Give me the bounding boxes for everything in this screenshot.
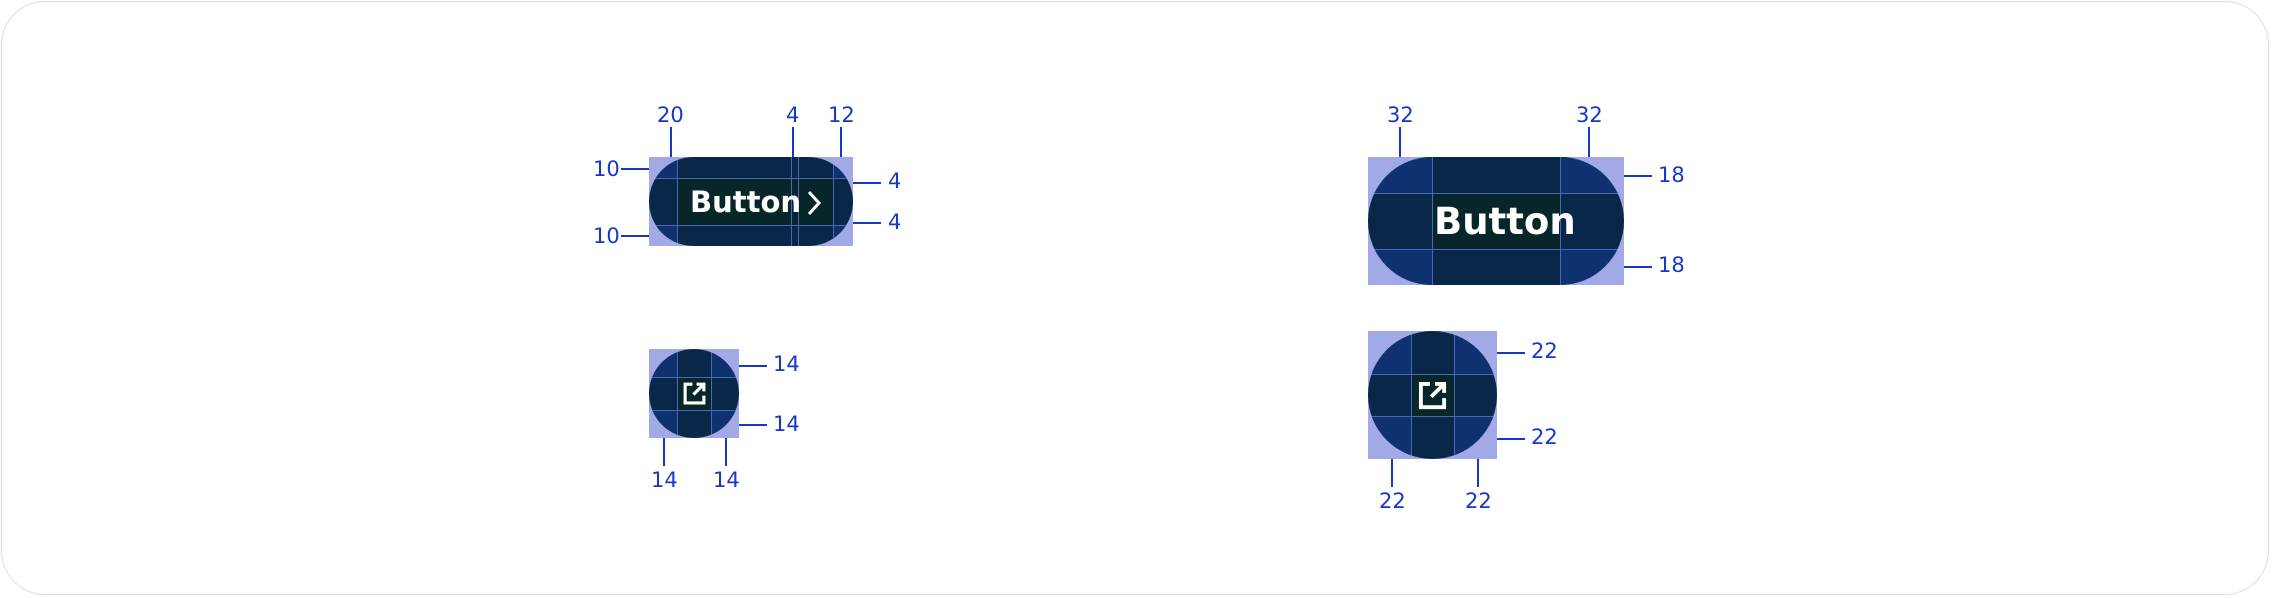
spacing-bottom-label: 18 [1658, 253, 1685, 277]
spacing-icon-bottom-label: 4 [888, 210, 902, 234]
spacing-icon-top-label: 4 [888, 169, 902, 193]
spacing-bottom-label: 22 [1531, 425, 1558, 449]
spacing-top-label: 18 [1658, 163, 1685, 187]
spacing-icon-gap-label: 4 [786, 103, 800, 127]
spacing-left-label: 32 [1387, 103, 1414, 127]
spacing-left-label: 14 [651, 468, 678, 492]
spacing-top-label: 22 [1531, 339, 1558, 363]
spacing-right-label: 22 [1465, 489, 1492, 513]
spacing-left-label: 20 [657, 103, 684, 127]
spacing-right-label: 12 [828, 103, 855, 127]
large-button [1368, 157, 1624, 285]
spacing-top-label: 10 [593, 157, 620, 181]
spacing-bottom-label: 10 [593, 224, 620, 248]
external-link-icon [683, 382, 706, 405]
spacing-right-label: 14 [713, 468, 740, 492]
external-link-icon [1418, 381, 1447, 410]
button-label: Button [690, 185, 802, 219]
spacing-right-label: 32 [1576, 103, 1603, 127]
chevron-right-icon [807, 190, 822, 216]
spacing-top-label: 14 [773, 352, 800, 376]
spacing-left-label: 22 [1379, 489, 1406, 513]
spacing-bottom-label: 14 [773, 412, 800, 436]
button-label: Button [1434, 200, 1576, 243]
